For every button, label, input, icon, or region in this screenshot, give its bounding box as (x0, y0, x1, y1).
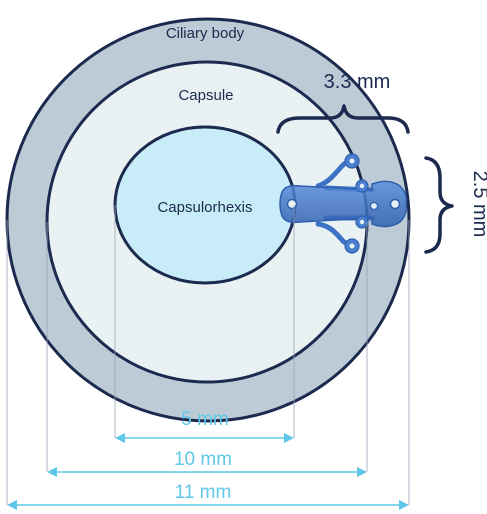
ciliary-body-label: Ciliary body (166, 25, 245, 42)
ciliary-body-dimension-arrow (7, 500, 409, 510)
capsule-label: Capsule (178, 87, 233, 104)
device-loop-upper-a-hole (349, 158, 355, 164)
device-width-label: 2.5 mm (469, 171, 487, 238)
capsule-dimension-label: 10 mm (174, 449, 232, 470)
capsulorhexis-dimension-arrow (115, 433, 294, 443)
device-width-brace (424, 156, 454, 254)
device-eyelet-mid (369, 201, 379, 211)
capsule-dimension-arrow (47, 467, 367, 477)
device-length-label: 3.3 mm (324, 71, 391, 93)
ciliary-body-dimension-label: 11 mm (175, 482, 232, 503)
device-loop-lower-a-hole (349, 243, 355, 249)
capsular-device (279, 153, 408, 254)
capsulorhexis-dimension-label: 5 mm (181, 409, 229, 430)
capsulorhexis-label: Capsulorhexis (157, 199, 252, 216)
device-eyelet-left (286, 198, 298, 210)
device-eyelet-right (389, 198, 401, 210)
device-body (279, 180, 408, 228)
device-loop-upper-b-hole (359, 183, 365, 189)
device-length-brace (276, 104, 410, 134)
device-loop-lower-b-hole (359, 219, 365, 225)
